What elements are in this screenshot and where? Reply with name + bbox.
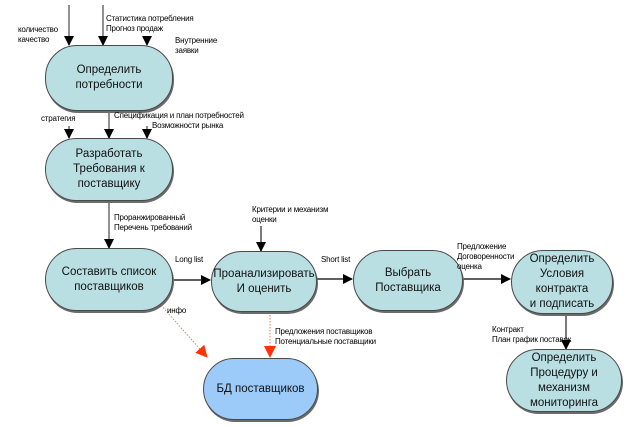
label-proposal: Предложение Договоренности оценка [457, 242, 515, 271]
label-criteria: Критерии и механизм оценки [252, 205, 329, 224]
node-contract-terms[interactable]: Определить Условия контракта и подписать [511, 250, 613, 314]
label-market-opportunities: Возможности рынка [152, 121, 224, 130]
label-info: инфо [167, 306, 187, 315]
node-supplier-db[interactable]: БД поставщиков [203, 358, 318, 420]
label-internal-requests: Внутренние заявки [175, 36, 218, 55]
label-short-list: Short list [321, 255, 351, 264]
label-consumption-stats: Статистика потребления Прогноз продаж [106, 14, 194, 33]
arrow-info [158, 302, 208, 358]
label-supplier-proposals: Предложения поставщиков Потенциальные по… [275, 327, 376, 346]
node-monitoring-procedure[interactable]: Определить Процедуру и механизм монитори… [506, 349, 622, 412]
label-strategy: стратегия [41, 114, 76, 123]
node-select-supplier[interactable]: Выбрать Поставщика [353, 250, 463, 311]
label-ranked-requirements: Проранжированный Перечень требований [114, 213, 192, 232]
label-long-list: Long list [175, 255, 203, 264]
node-develop-requirements[interactable]: Разработать Требования к поставщику [45, 138, 173, 201]
label-spec-plan: Спецификация и план потребностей [114, 111, 244, 120]
node-analyze-evaluate[interactable]: Проанализировать И оценить [211, 251, 317, 312]
label-quantity-quality: количество качество [18, 25, 58, 44]
node-define-needs[interactable]: Определить потребности [45, 45, 173, 111]
node-compile-supplier-list[interactable]: Составить список поставщиков [45, 248, 173, 311]
label-contract: Контракт План график поставок [492, 325, 572, 344]
